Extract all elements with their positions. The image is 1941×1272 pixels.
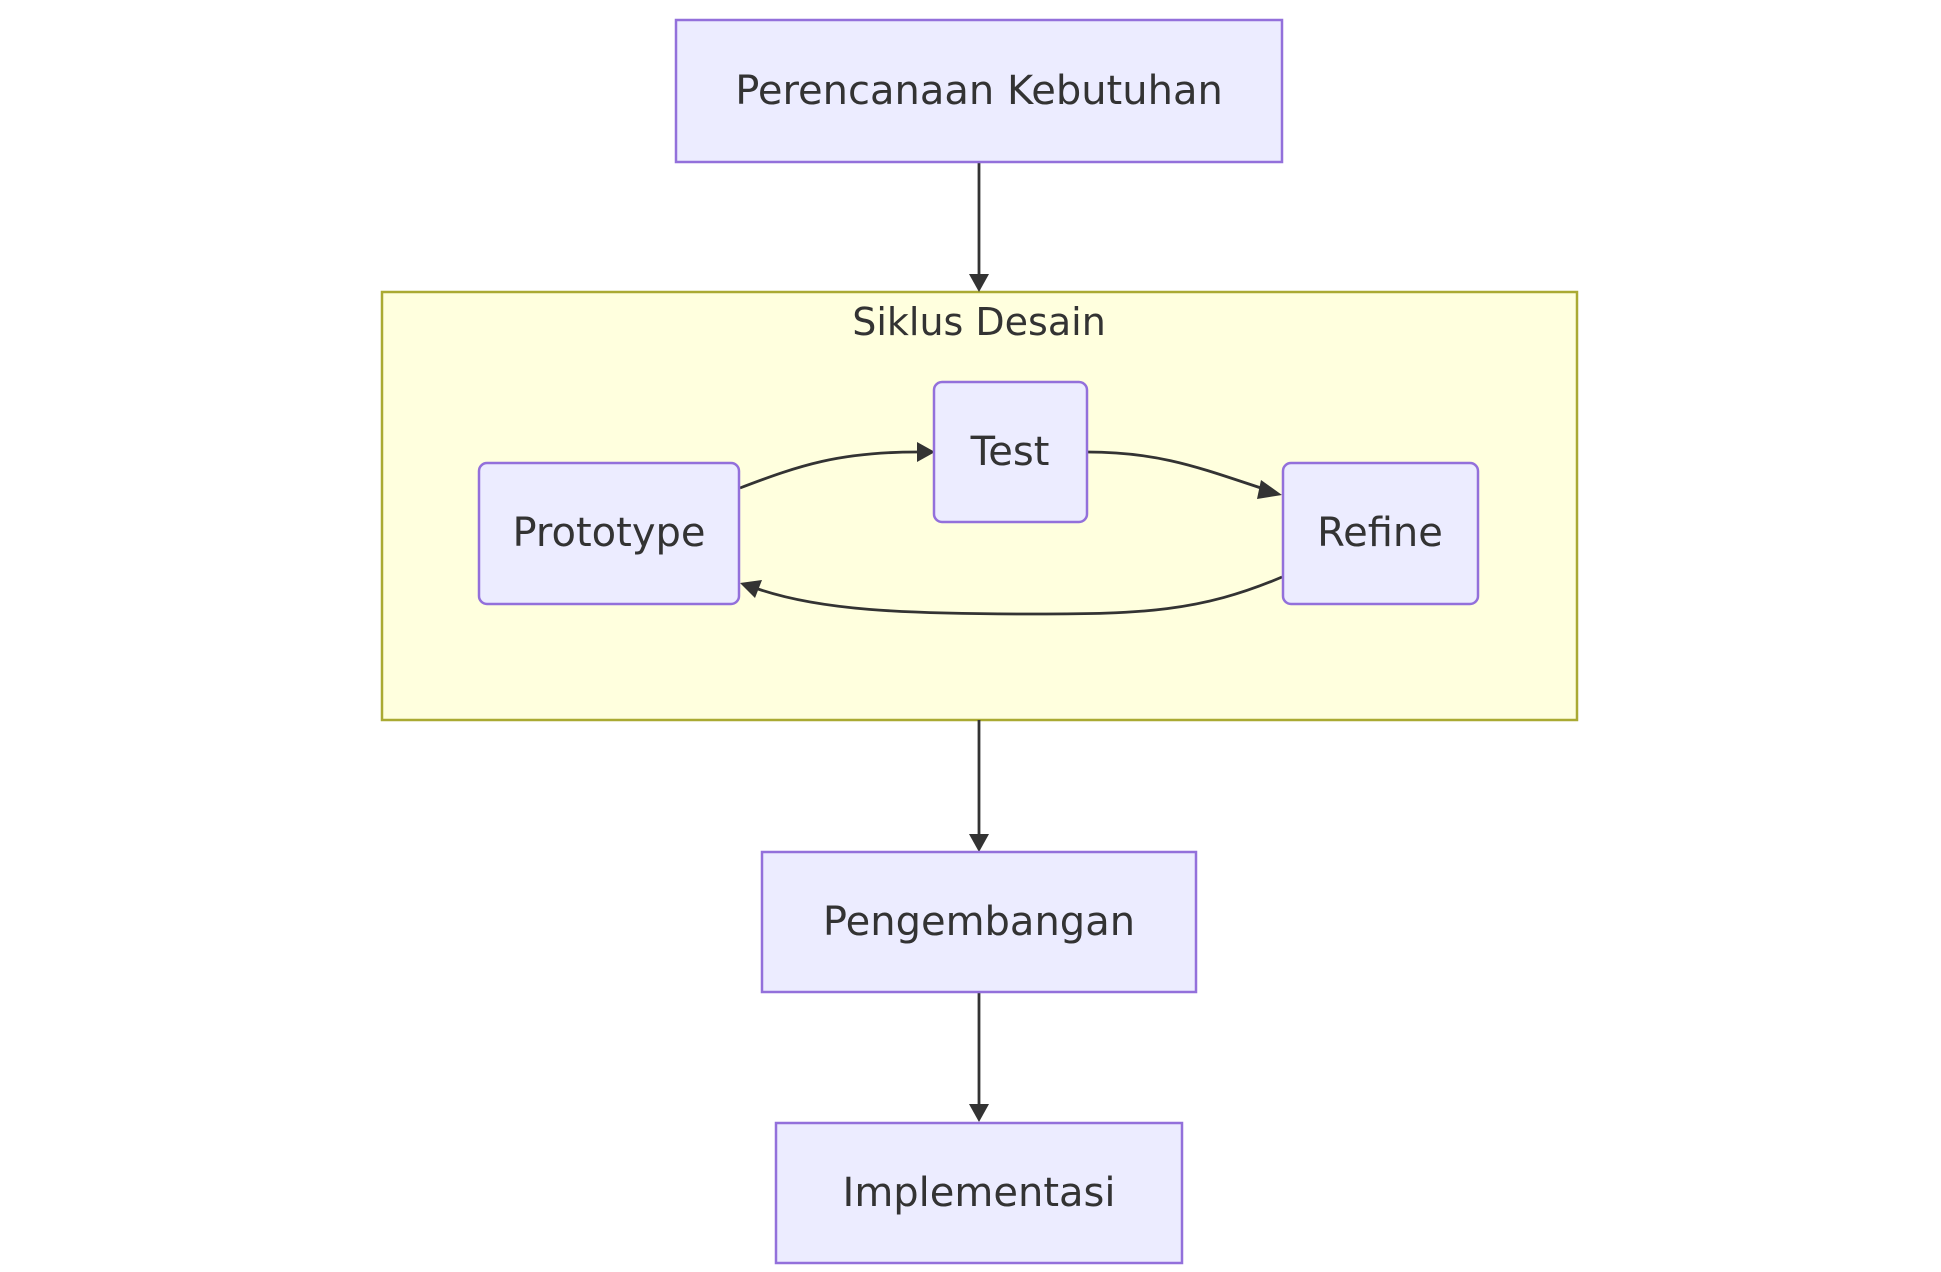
edge-refine-to-prototype xyxy=(740,575,1283,616)
node-development-box[interactable] xyxy=(760,850,1198,994)
edge-planning-to-cluster xyxy=(969,162,989,292)
node-development-label: Pengembangan xyxy=(823,899,1135,945)
node-planning[interactable]: Perencanaan Kebutuhan xyxy=(674,18,1284,164)
node-implementation-label: Implementasi xyxy=(843,1170,1116,1216)
node-prototype-label: Prototype xyxy=(513,510,706,556)
edge-prototype-to-test xyxy=(739,442,935,490)
node-refine[interactable]: Refine xyxy=(1281,461,1480,606)
edge-development-to-implementation xyxy=(969,992,989,1122)
node-prototype[interactable]: Prototype xyxy=(477,461,741,606)
node-test-box[interactable] xyxy=(932,380,1089,524)
edges xyxy=(739,162,1283,1122)
node-development[interactable]: Pengembangan xyxy=(760,850,1198,994)
node-implementation-box[interactable] xyxy=(774,1121,1184,1265)
edge-test-to-refine xyxy=(1086,450,1282,499)
node-planning-label: Perencanaan Kebutuhan xyxy=(735,68,1223,114)
edge-cluster-to-development xyxy=(969,720,989,852)
cluster-label: Siklus Desain xyxy=(852,300,1106,344)
node-refine-label: Refine xyxy=(1317,510,1443,556)
node-planning-box[interactable] xyxy=(674,18,1284,164)
node-implementation[interactable]: Implementasi xyxy=(774,1121,1184,1265)
node-prototype-box[interactable] xyxy=(477,461,741,606)
node-refine-box[interactable] xyxy=(1281,461,1480,606)
node-test[interactable]: Test xyxy=(932,380,1089,524)
node-test-label: Test xyxy=(970,429,1050,475)
